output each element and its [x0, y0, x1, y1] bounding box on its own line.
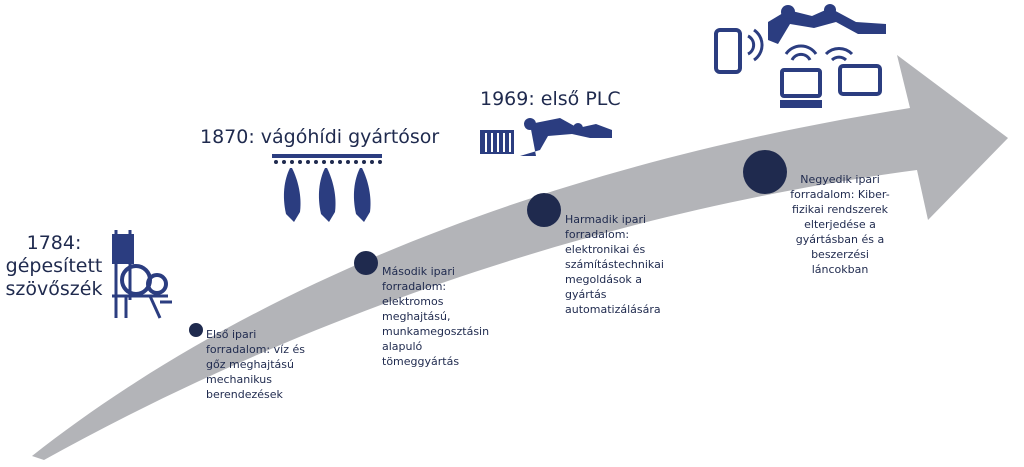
milestone-1-title: 1784: gépesített szövőszék	[5, 232, 103, 300]
milestone-4-description: Negyedik ipari forradalom: Kiber- fizika…	[790, 173, 890, 276]
slaughterhouse-line-icon	[272, 154, 382, 222]
milestone-1-description: Első ipari forradalom: víz és gőz meghaj…	[206, 328, 305, 401]
connected-devices-robot-icon	[714, 4, 886, 108]
milestone-dot-4	[743, 150, 787, 194]
milestone-3-title: 1969: első PLC	[480, 88, 621, 110]
plc-robot-arm-icon	[480, 118, 612, 156]
milestone-2-title: 1870: vágóhídi gyártósor	[200, 126, 440, 148]
milestone-dot-1	[189, 323, 203, 337]
loom-icon	[112, 230, 172, 319]
milestone-dot-3	[527, 193, 561, 227]
milestone-dot-2	[354, 251, 378, 275]
milestone-3-description: Harmadik ipari forradalom: elektronikai …	[565, 213, 664, 316]
milestone-2-description: Második ipari forradalom: elektromos meg…	[382, 265, 490, 368]
